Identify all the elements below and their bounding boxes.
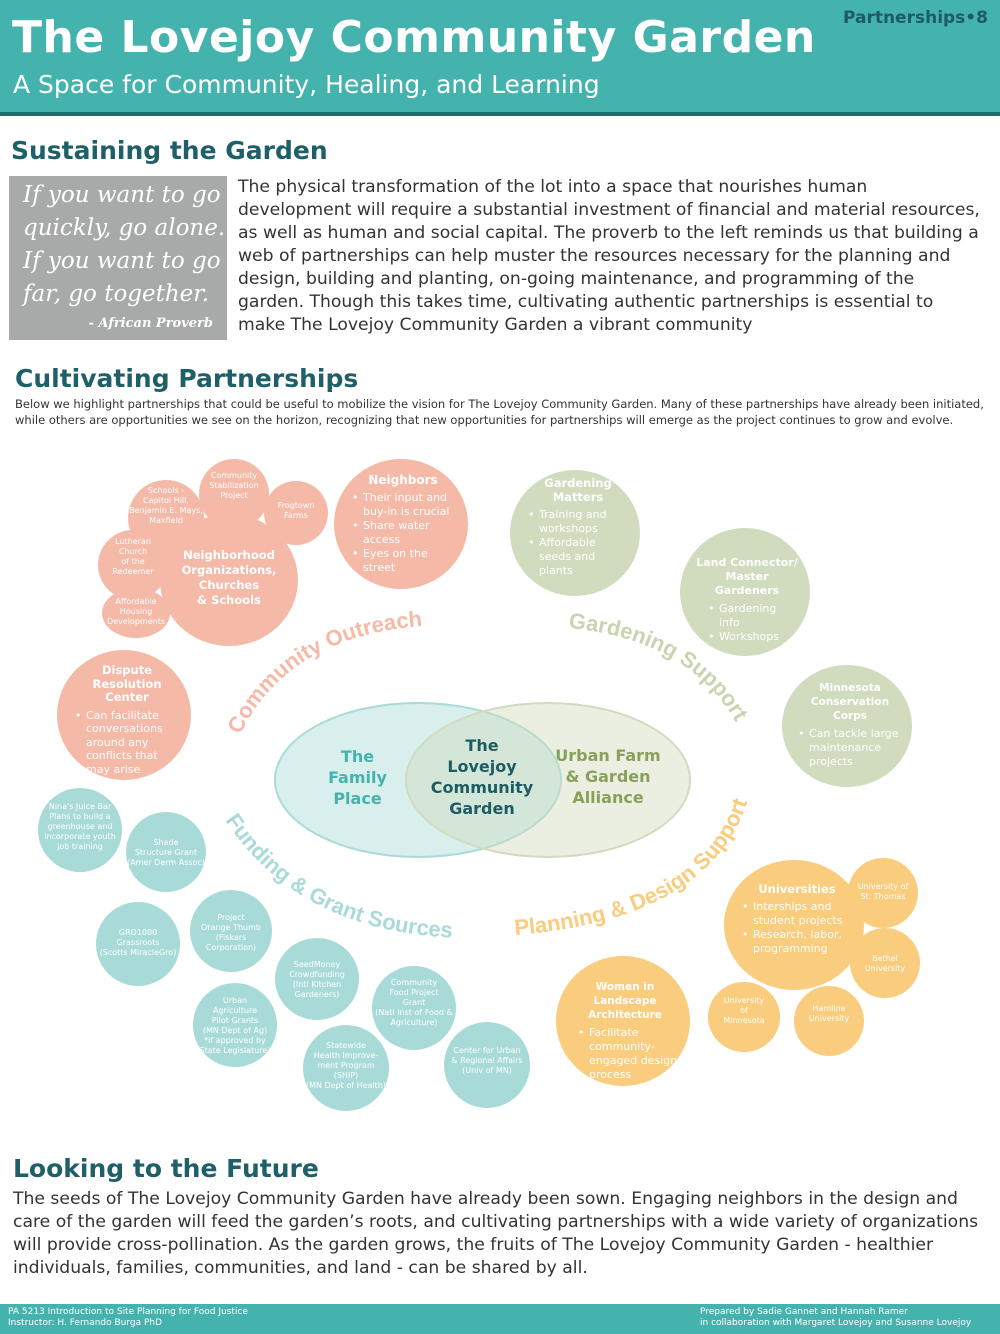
bubble-universities: Universities Interships and student proj…	[724, 860, 864, 990]
footer-course: PA 5213 Introduction to Site Planning fo…	[8, 1307, 248, 1317]
bubble-affordable-housing: Affordable Housing Developments	[102, 588, 170, 638]
header-banner	[0, 0, 1000, 112]
page-subtitle: A Space for Community, Healing, and Lear…	[13, 70, 600, 99]
bubble-st-thomas: University of St. Thomas	[848, 858, 918, 928]
quote-source: - African Proverb	[88, 316, 213, 331]
neighbors-list: Their input and buy-in is crucial Share …	[352, 491, 454, 575]
bubble-community-food-project: Community Food Project Grant (Natl Inst …	[372, 966, 456, 1050]
gardening-matters-title: Gardening Matters	[544, 476, 612, 504]
venn-label-urban-farm: Urban Farm & Garden Alliance	[555, 746, 661, 807]
sustaining-heading: Sustaining the Garden	[11, 136, 328, 165]
women-landscape-title: Women in Landscape Architecture	[588, 981, 662, 1021]
footer-prepared: Prepared by Sadie Gannet and Hannah Rame…	[700, 1307, 908, 1317]
bubble-cura: Center for Urban & Regional Affairs (Uni…	[444, 1022, 530, 1108]
land-connector-list: Gardening info Workshops	[694, 602, 800, 644]
gardening-matters-list: Training and workshops Affordable seeds …	[528, 508, 628, 578]
bubble-orange-thumb: Project Orange Thumb (Fiskars Corporatio…	[190, 890, 272, 972]
list-item: Training and workshops	[528, 508, 628, 536]
list-item: Can tackle large maintenance projects	[798, 727, 902, 769]
bubble-bethel: Bethel University	[850, 928, 920, 998]
list-item: Research, labor, programming	[742, 928, 852, 956]
bubble-ship: Statewide Health Improve- ment Program (…	[303, 1025, 389, 1111]
neighbors-title: Neighbors	[368, 473, 438, 487]
page-title: The Lovejoy Community Garden	[12, 12, 816, 63]
sustaining-body: The physical transformation of the lot i…	[238, 177, 980, 335]
dispute-title: Dispute Resolution Center	[92, 663, 162, 704]
list-item: Their input and buy-in is crucial	[352, 491, 454, 519]
quote-line-4: far, go together.	[23, 281, 210, 307]
footer-collaboration: in collaboration with Margaret Lovejoy a…	[700, 1318, 972, 1328]
list-item: Workshops	[708, 630, 800, 644]
proverb-quote-box: If you want to go quickly, go alone. If …	[9, 176, 227, 340]
women-landscape-list: Facilitate community-engaged design proc…	[570, 1026, 680, 1082]
cultivating-intro: Below we highlight partnerships that cou…	[15, 397, 984, 427]
footer-bar: PA 5213 Introduction to Site Planning fo…	[0, 1304, 1000, 1334]
bubble-ninas-juice-bar: Nina's Juice Bar Plans to build a greenh…	[38, 788, 122, 872]
quote-line-3: If you want to go	[23, 248, 221, 274]
land-connector-title: Land Connector/ Master Gardeners	[696, 556, 798, 597]
bubble-neighborhood-orgs: Neighborhood Organizations, Churches & S…	[160, 514, 298, 646]
bubble-gardening-matters: Gardening Matters Training and workshops…	[510, 470, 640, 596]
list-item: Can facilitate conversations around any …	[75, 709, 179, 777]
quote-line-2: quickly, go alone.	[23, 215, 226, 241]
venn-label-family-place: The Family Place	[328, 747, 387, 808]
bubble-women-landscape-arch: Women in Landscape Architecture Facilita…	[556, 956, 690, 1086]
future-heading: Looking to the Future	[13, 1154, 319, 1183]
conservation-corps-list: Can tackle large maintenance projects	[798, 727, 902, 769]
list-item: Eyes on the street	[352, 547, 454, 575]
bubble-shade-structure-grant: Shade Structure Grant (Amer Derm Assoc)	[126, 812, 206, 892]
future-body: The seeds of The Lovejoy Community Garde…	[13, 1189, 979, 1278]
bubble-neighbors: Neighbors Their input and buy-in is cruc…	[334, 459, 468, 589]
cultivating-heading: Cultivating Partnerships	[15, 364, 359, 393]
bubble-urban-ag-grants: Urban Agriculture Pilot Grants (MN Dept …	[193, 983, 277, 1067]
bubble-hamline: Hamline University	[794, 986, 864, 1056]
list-item: Gardening info	[708, 602, 800, 630]
bubble-gro1000: GRO1000 Grassroots (Scotts MiracleGro)	[96, 902, 180, 986]
list-item: Facilitate community-engaged design proc…	[578, 1026, 680, 1082]
bubble-umn: University of Minnesota	[708, 982, 780, 1052]
bubble-dispute-resolution: Dispute Resolution Center Can facilitate…	[57, 650, 191, 780]
list-item: Affordable seeds and plants	[528, 536, 628, 578]
list-item: Interships and student projects	[742, 900, 852, 928]
quote-line-1: If you want to go	[23, 182, 221, 208]
venn-label-lovejoy-garden: The Lovejoy Community Garden	[430, 736, 534, 818]
footer-instructor: Instructor: H. Fernando Burga PhD	[8, 1318, 163, 1328]
dispute-list: Can facilitate conversations around any …	[75, 709, 179, 777]
bubble-seedmoney: SeedMoney Crowdfunding (Intl Kitchen Gar…	[275, 938, 359, 1020]
section-tag: Partnerships•8	[842, 8, 988, 28]
universities-title: Universities	[758, 882, 836, 896]
header-rule	[0, 112, 1000, 116]
bubble-land-connector: Land Connector/ Master Gardeners Gardeni…	[680, 528, 810, 656]
list-item: Share water access	[352, 519, 454, 547]
bubble-frogtown-farms: Frogtown Farms	[264, 481, 328, 545]
conservation-corps-title: Minnesota Conservation Corps	[810, 682, 890, 722]
bubble-conservation-corps: Minnesota Conservation Corps Can tackle …	[782, 665, 912, 787]
universities-list: Interships and student projects Research…	[742, 900, 852, 956]
venn-urban-farm	[405, 702, 691, 858]
